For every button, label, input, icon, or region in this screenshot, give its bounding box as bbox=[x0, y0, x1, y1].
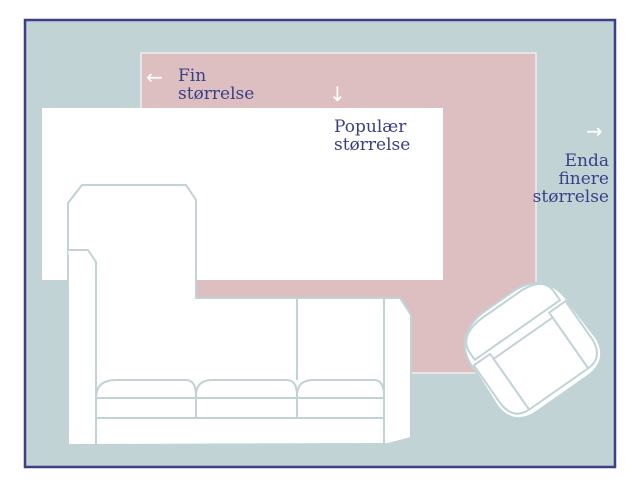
arrow-down-icon: ↓ bbox=[329, 82, 346, 106]
corner-sofa bbox=[67, 184, 412, 446]
label-fin-size: Fin størrelse bbox=[178, 66, 255, 104]
sofa-chaise-back bbox=[67, 184, 197, 298]
label-popular-size: Populær størrelse bbox=[334, 117, 411, 155]
sofa-right-arm bbox=[383, 297, 412, 445]
armchair bbox=[463, 281, 603, 420]
arrow-left-icon: ← bbox=[146, 65, 163, 89]
sofa-chaise-arm bbox=[68, 249, 97, 445]
label-enda-finere-size: Enda finere størrelse bbox=[532, 151, 609, 207]
arrow-right-icon: → bbox=[586, 119, 603, 143]
armchair-back bbox=[465, 282, 561, 361]
armchair-seat bbox=[492, 316, 590, 411]
